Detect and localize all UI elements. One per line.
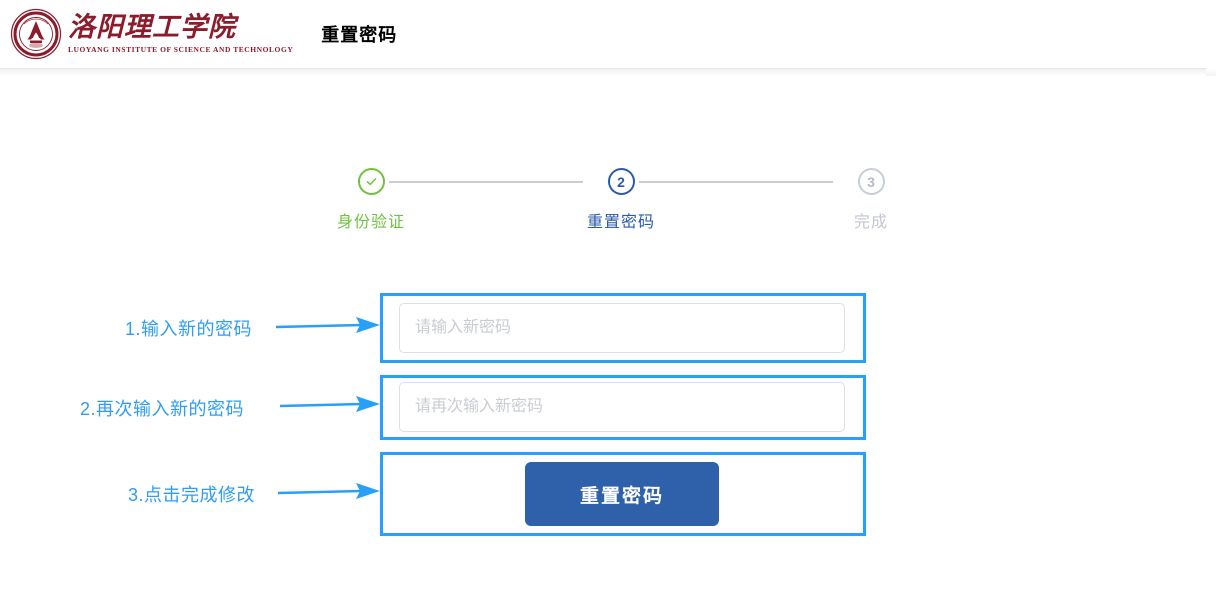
step-label-2: 重置密码 xyxy=(586,214,655,231)
step-connector-1 xyxy=(389,181,583,183)
progress-stepper: 身份验证 2 重置密码 3 完成 xyxy=(311,162,931,242)
brand-name-en: LUOYANG INSTITUTE OF SCIENCE AND TECHNOL… xyxy=(68,44,294,54)
step-label-1: 身份验证 xyxy=(336,214,405,231)
confirm-password-input[interactable] xyxy=(399,382,845,432)
annotation-label-3: 3.点击完成修改 xyxy=(128,485,256,505)
step-item-identity-verification: 身份验证 xyxy=(311,162,431,232)
brand-logo[interactable]: 洛阳理工学院 LUOYANG INSTITUTE OF SCIENCE AND … xyxy=(10,8,293,60)
annotation-label-1: 1.输入新的密码 xyxy=(125,319,253,339)
header-shadow xyxy=(0,69,1216,76)
brand-name-cn: 洛阳理工学院 xyxy=(68,12,236,44)
annotation-label-2: 2.再次输入新的密码 xyxy=(80,399,245,419)
page-title: 重置密码 xyxy=(321,25,398,45)
step-label-3: 完成 xyxy=(853,214,888,231)
brand-wordmark: 洛阳理工学院 LUOYANG INSTITUTE OF SCIENCE AND … xyxy=(68,12,294,54)
reset-password-button[interactable]: 重置密码 xyxy=(525,462,719,526)
university-crest-icon xyxy=(10,8,62,60)
check-icon xyxy=(366,178,376,186)
step-circle-2: 2 xyxy=(607,168,635,195)
step-connector-2 xyxy=(639,181,833,183)
scrollbar-gutter[interactable] xyxy=(1206,0,1216,76)
step-item-reset-password: 2 重置密码 xyxy=(561,162,681,232)
password-input[interactable] xyxy=(399,303,845,353)
page-header: 洛阳理工学院 LUOYANG INSTITUTE OF SCIENCE AND … xyxy=(0,0,1216,69)
step-circle-3: 3 xyxy=(857,168,885,195)
step-circle-1 xyxy=(357,168,385,195)
step-item-complete: 3 完成 xyxy=(811,162,931,232)
